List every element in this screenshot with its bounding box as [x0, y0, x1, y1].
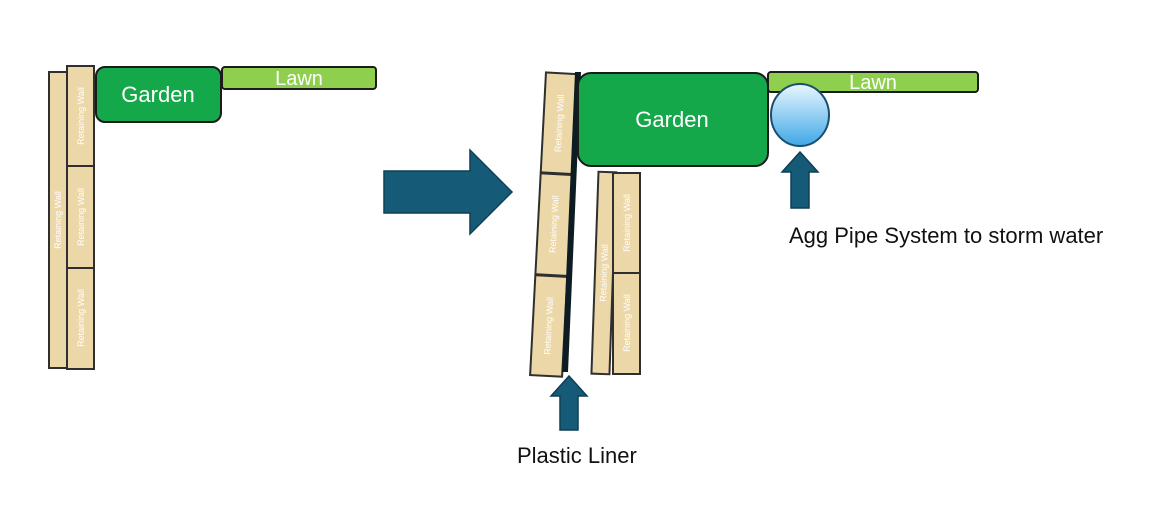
retaining-wall-outer: Retaining Wall: [48, 71, 68, 369]
wall-label: Retaining Wall: [76, 87, 86, 145]
garden-block: Garden: [95, 66, 222, 123]
agg-pipe-circle: [770, 83, 830, 147]
tilted-wall-stack: Retaining Wall Retaining Wall Retaining …: [529, 71, 579, 378]
liner-pointer-arrow: [549, 374, 589, 431]
wall-label: Retaining Wall: [622, 294, 632, 352]
plastic-liner: [562, 72, 581, 372]
wall-label: Retaining Wall: [598, 244, 610, 302]
wall-label: Retaining Wall: [76, 188, 86, 246]
garden-block: Garden: [577, 72, 769, 167]
before-diagram: Retaining Wall Retaining Wall Retaining …: [48, 65, 377, 370]
wall-label: Retaining Wall: [553, 94, 566, 152]
transition-arrow: [383, 148, 514, 236]
lawn-label: Lawn: [275, 68, 323, 90]
retaining-wall-lower: Retaining Wall: [66, 267, 95, 370]
retaining-wall-lower: Retaining Wall: [529, 274, 569, 378]
pipe-pointer-arrow: [780, 150, 820, 209]
retaining-wall-upper-right: Retaining Wall: [612, 172, 641, 274]
garden-label: Garden: [121, 82, 194, 107]
lawn-label: Lawn: [849, 72, 897, 94]
lawn-strip: Lawn: [767, 71, 979, 94]
lawn-strip: Lawn: [221, 66, 377, 90]
agg-pipe-label: Agg Pipe System to storm water: [789, 223, 1103, 248]
garden-label: Garden: [635, 107, 708, 132]
retaining-wall-lower-right: Retaining Wall: [612, 272, 641, 375]
wall-label: Retaining Wall: [76, 289, 86, 347]
wall-label: Retaining Wall: [548, 195, 561, 253]
retaining-wall-middle: Retaining Wall: [66, 165, 95, 269]
wall-label: Retaining Wall: [542, 297, 555, 355]
plastic-liner-label: Plastic Liner: [517, 443, 637, 468]
after-diagram: Retaining Wall Retaining Wall Retaining …: [517, 71, 1103, 468]
retaining-wall-upper: Retaining Wall: [66, 65, 95, 167]
wall-label: Retaining Wall: [622, 194, 632, 252]
wall-label: Retaining Wall: [53, 191, 63, 249]
